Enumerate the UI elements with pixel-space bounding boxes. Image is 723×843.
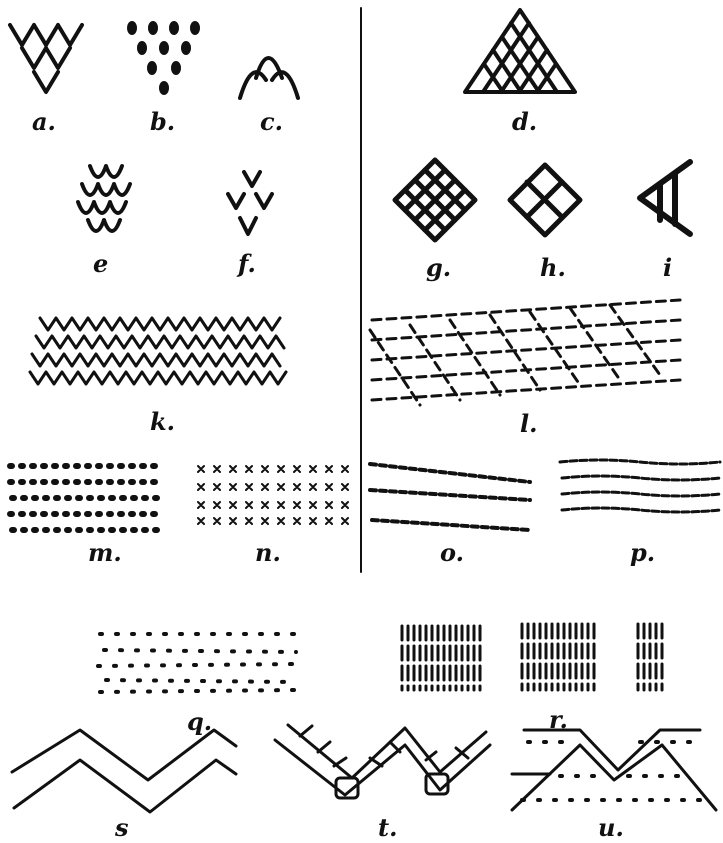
pattern-d xyxy=(465,10,575,92)
label-h: h. xyxy=(540,253,566,282)
label-a: a. xyxy=(32,107,56,136)
pattern-b xyxy=(127,21,200,95)
pattern-f xyxy=(228,172,272,234)
pattern-q xyxy=(98,634,298,692)
pattern-l xyxy=(370,300,680,405)
label-b: b. xyxy=(150,107,175,136)
label-n: n. xyxy=(255,538,281,567)
pattern-m-rows xyxy=(10,466,160,530)
label-i: i xyxy=(663,253,672,282)
label-e: e xyxy=(93,249,108,278)
pattern-a xyxy=(10,25,82,92)
label-p: p. xyxy=(630,538,655,567)
label-g: g. xyxy=(426,253,451,282)
pattern-s xyxy=(12,730,236,812)
label-m: m. xyxy=(88,538,122,567)
pattern-h xyxy=(510,165,580,235)
pattern-c xyxy=(240,58,298,98)
pattern-t xyxy=(275,725,490,798)
label-d: d. xyxy=(512,107,537,136)
label-s: s xyxy=(114,813,129,842)
label-c: c. xyxy=(260,107,283,136)
label-q: q. xyxy=(187,707,212,736)
label-l: l. xyxy=(520,409,537,438)
label-u: u. xyxy=(598,813,624,842)
pattern-o xyxy=(370,464,530,530)
pattern-i xyxy=(640,162,690,234)
label-k: k. xyxy=(150,407,175,436)
pattern-k xyxy=(30,318,286,384)
pattern-g xyxy=(395,160,475,240)
label-r: r. xyxy=(549,705,568,734)
label-f: f. xyxy=(236,249,256,278)
label-t: t. xyxy=(378,813,397,842)
pattern-e xyxy=(78,166,130,231)
label-o: o. xyxy=(440,538,464,567)
pattern-n xyxy=(198,466,348,524)
pattern-p xyxy=(560,460,720,512)
pattern-r xyxy=(402,624,662,690)
